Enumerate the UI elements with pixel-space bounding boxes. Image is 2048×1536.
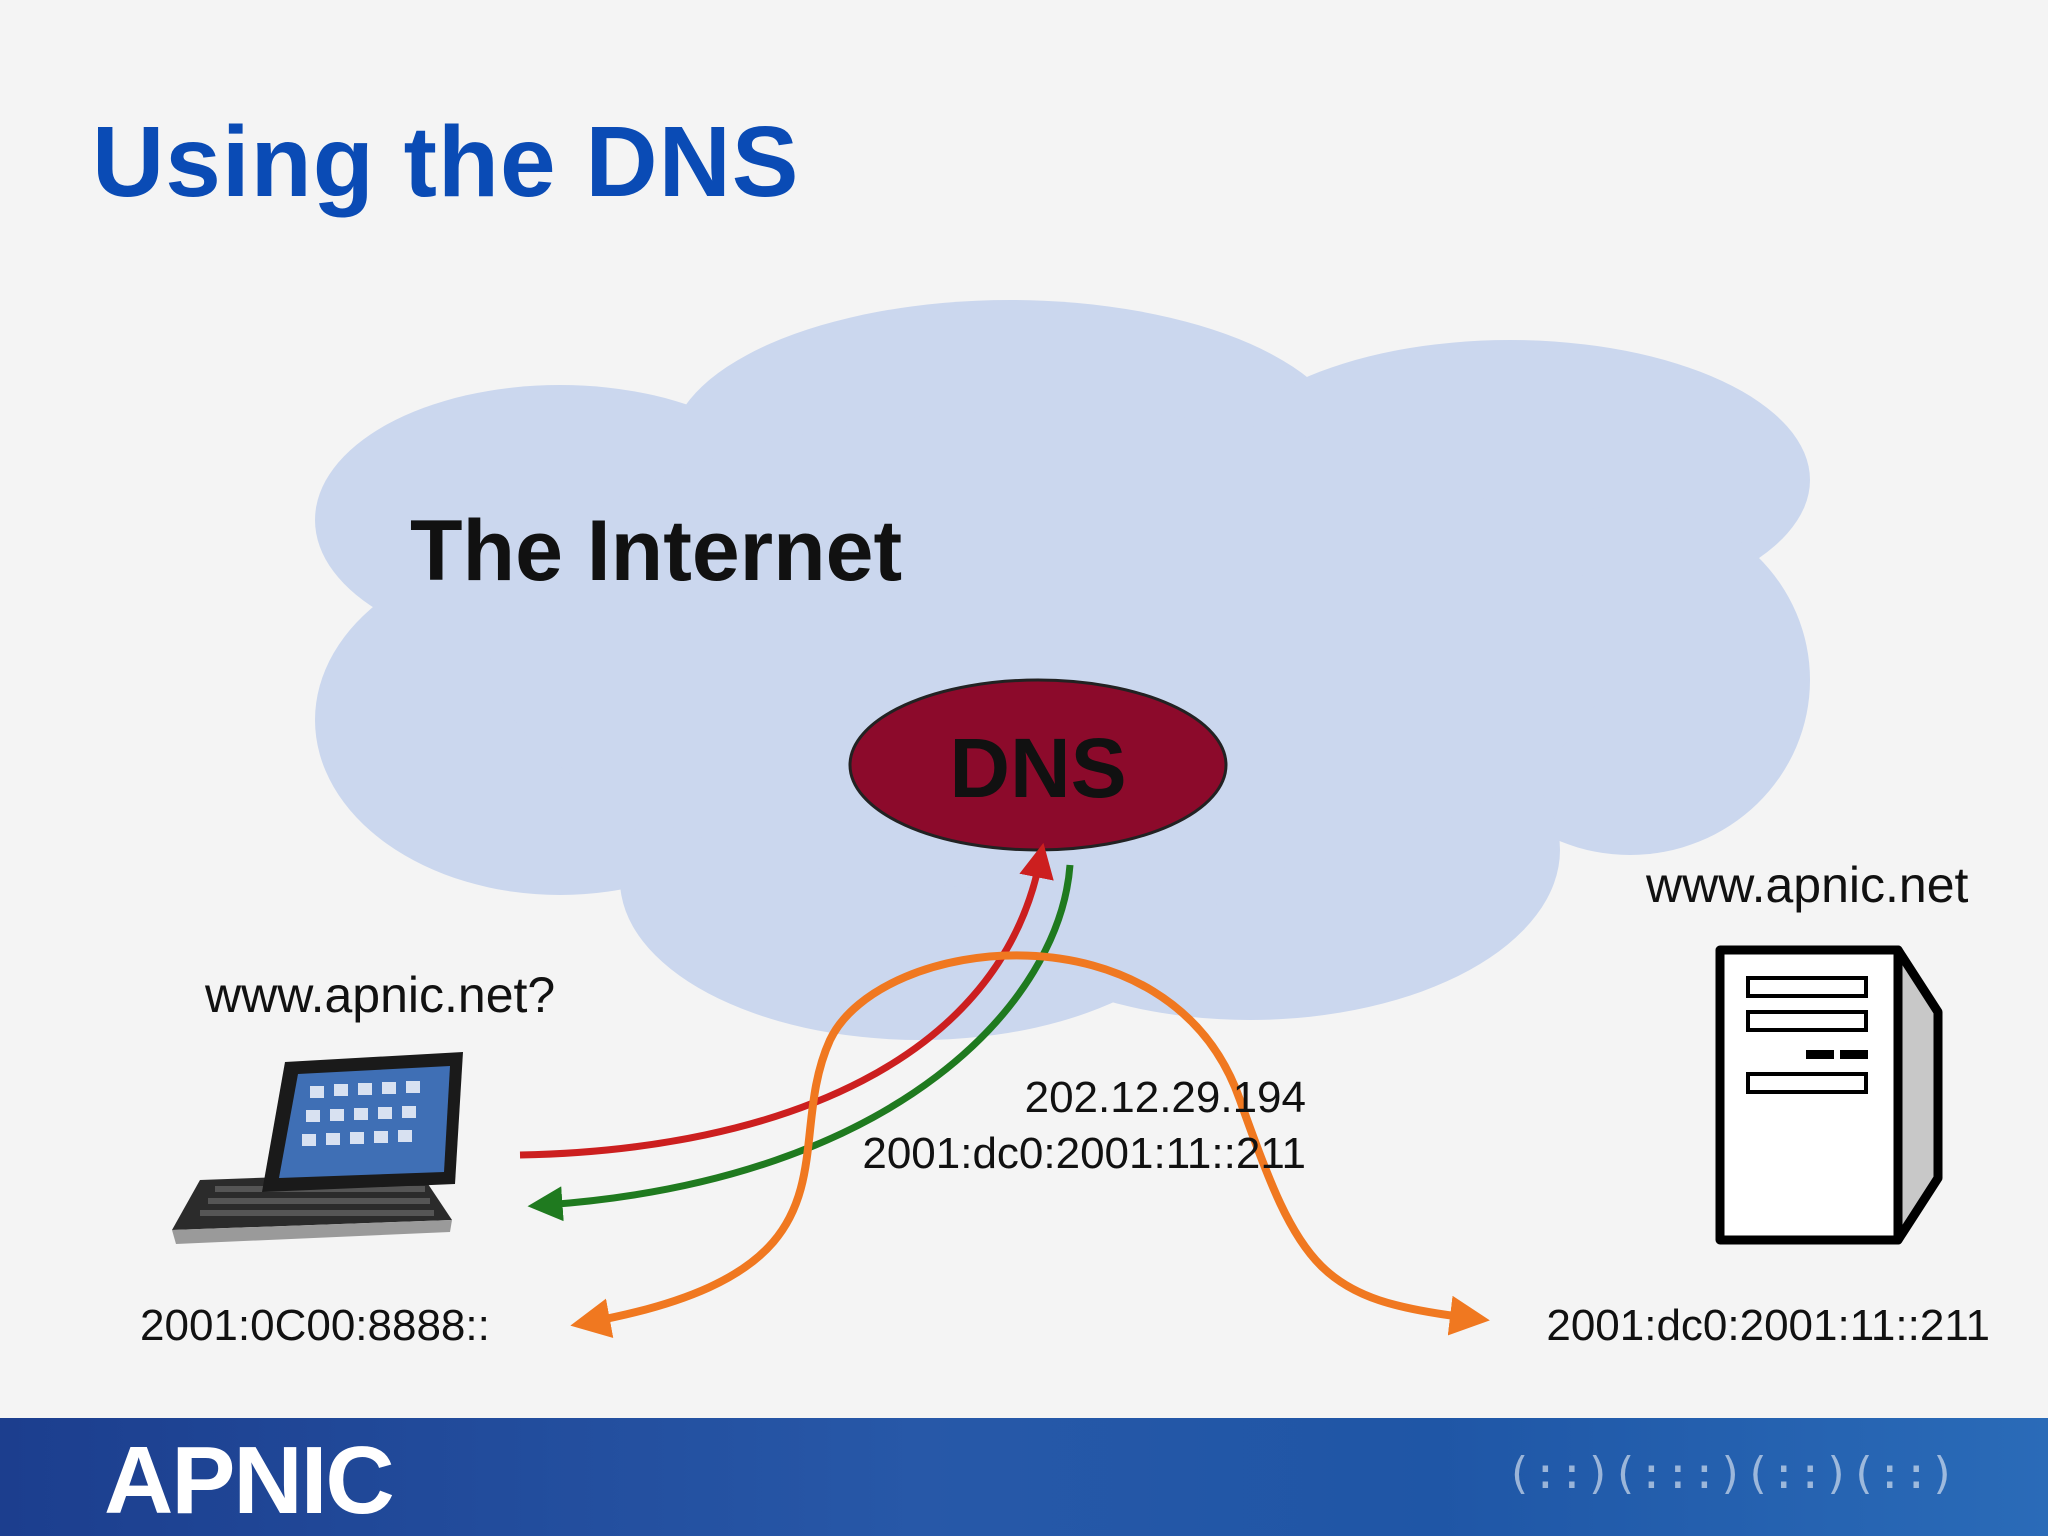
dns-answer-ipv6: 2001:dc0:2001:11::211: [862, 1129, 1306, 1178]
dns-answer-ipv4: 202.12.29.194: [1025, 1073, 1306, 1122]
server-address: 2001:dc0:2001:11::211: [1546, 1301, 1990, 1350]
server-tower-icon: [1715, 945, 1943, 1245]
internet-cloud: [315, 300, 1810, 1040]
footer-bar: APNIC (::)(:::)(::)(::): [0, 1418, 2048, 1536]
dns-server-node: DNS: [848, 678, 1228, 852]
cloud-label: The Internet: [410, 503, 902, 599]
dns-label: DNS: [949, 721, 1126, 815]
dns-diagram: The Internet DNS 202.12.29.194 2001:dc0:…: [140, 300, 1990, 1350]
traffic-arrow: [570, 951, 1490, 1339]
slide-title: Using the DNS: [92, 106, 800, 218]
footer-pattern-decoration: (::)(:::)(::)(::): [1505, 1448, 1956, 1499]
apnic-logo: APNIC: [104, 1427, 395, 1534]
query-arrow: [519, 842, 1054, 1159]
client-address: 2001:0C00:8888::: [140, 1301, 490, 1350]
laptop-tablet-icon: [172, 1052, 463, 1244]
client-query-label: www.apnic.net?: [204, 967, 555, 1023]
answer-arrow: [527, 864, 1074, 1222]
server-name-label: www.apnic.net: [1645, 857, 1968, 913]
